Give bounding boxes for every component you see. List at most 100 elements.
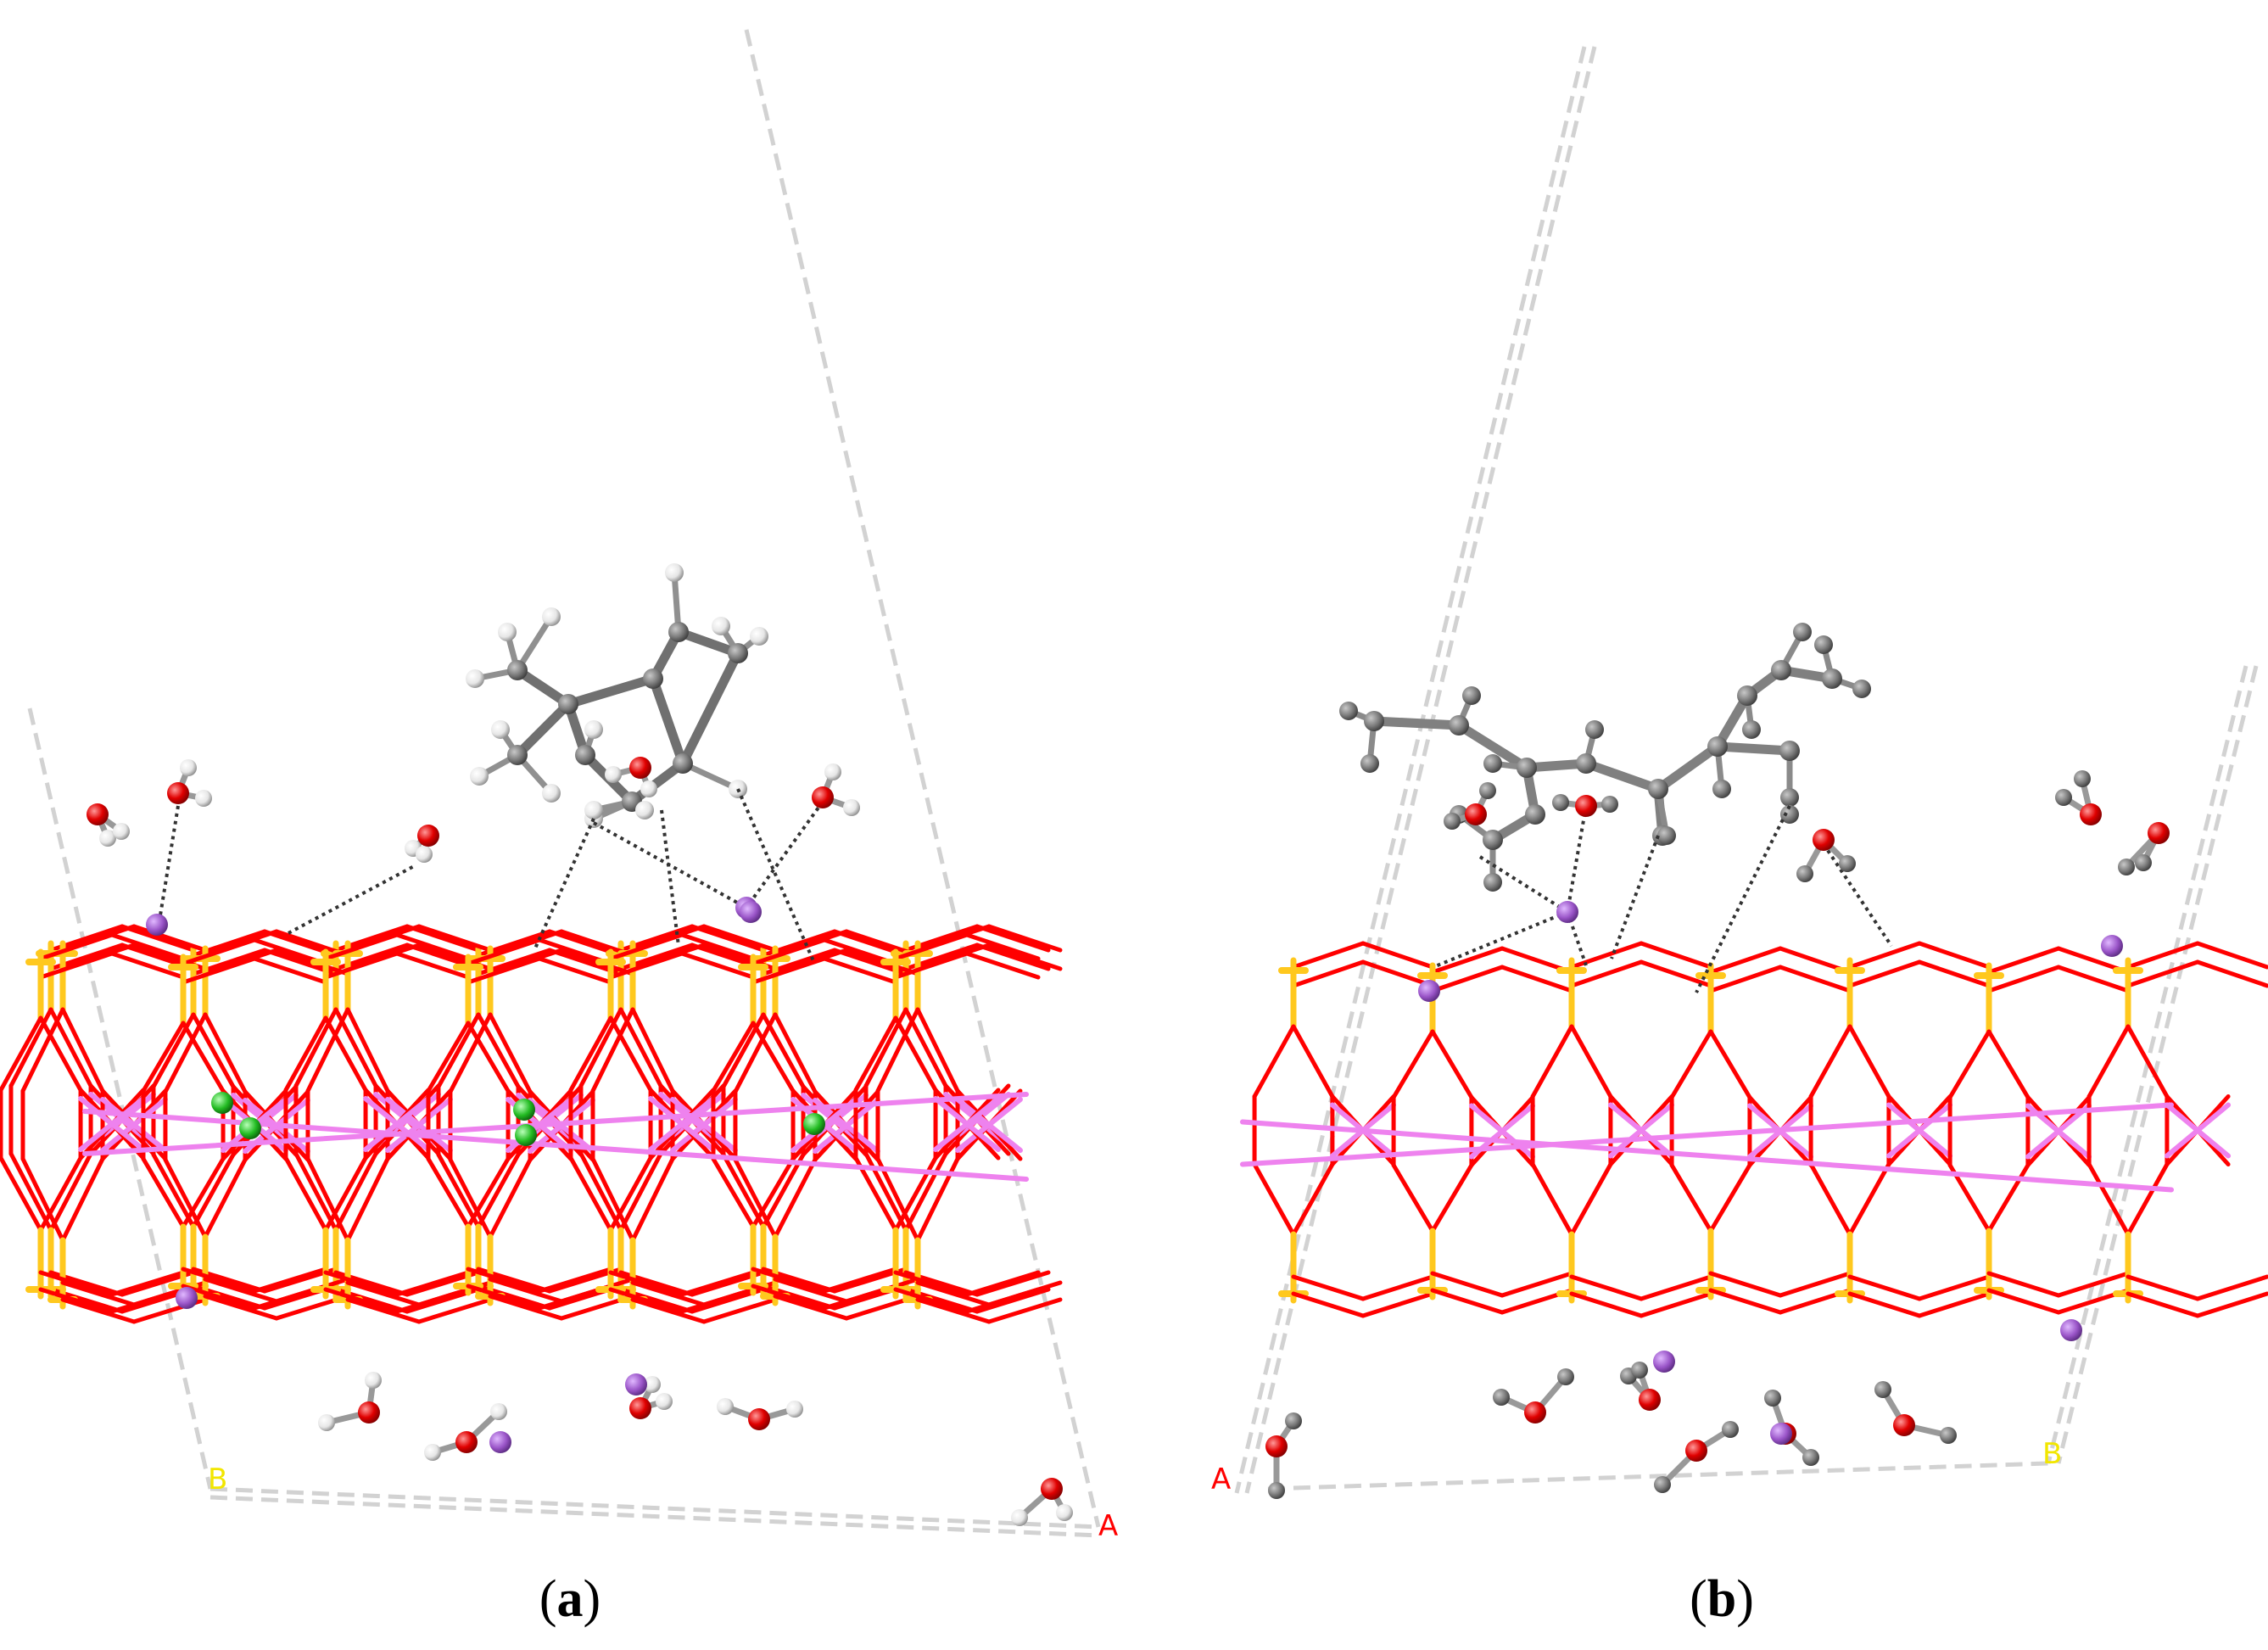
o-o-bond <box>1778 965 1852 993</box>
o-o-bond <box>1430 1163 1474 1233</box>
o-o-bond <box>875 1156 920 1243</box>
o-o-bond <box>964 1270 1041 1297</box>
o-o-bond <box>394 932 471 961</box>
hydrogen-atom-grey <box>1552 794 1569 811</box>
carbon-atom <box>1771 660 1791 680</box>
hydrogen-atom <box>584 720 603 739</box>
o-o-bond <box>915 1007 960 1093</box>
o-o-bond <box>986 1297 1063 1324</box>
water-molecules <box>1265 770 2170 1499</box>
o-o-bond <box>181 1267 257 1294</box>
o-o-bond <box>203 1277 279 1304</box>
o-o-bond <box>426 1156 471 1229</box>
mg-o-bond <box>955 1097 1023 1153</box>
oxygen-atom <box>417 825 439 847</box>
c-c-bond <box>1653 741 1723 794</box>
o-o-bond <box>893 951 969 980</box>
o-o-bond <box>1639 941 1713 970</box>
oxygen-atom <box>629 757 651 779</box>
lattice-slab <box>0 924 1063 1324</box>
o-o-bond <box>1639 1291 1713 1318</box>
c-c-bond <box>648 674 688 769</box>
hydrogen-atom <box>542 607 561 626</box>
o-o-bond <box>20 1156 65 1243</box>
hydrogen-atom <box>490 1403 507 1420</box>
o-o-bond <box>38 1155 83 1233</box>
hydrogen-atom-grey <box>1479 782 1496 799</box>
o-o-bond <box>1917 941 1991 970</box>
sodium-ion <box>489 1431 511 1453</box>
o-o-bond <box>964 1287 1041 1314</box>
mg-o-bond <box>385 1097 453 1153</box>
o-o-bond <box>38 951 115 980</box>
o-o-bond <box>773 1157 818 1239</box>
mg-o-bond <box>648 1096 716 1152</box>
hydrogen-bond-line <box>288 864 416 935</box>
oxygen-atom <box>812 786 834 808</box>
carbon-atom <box>507 660 528 680</box>
o-o-bond <box>1360 1291 1435 1318</box>
o-o-bond <box>986 942 1063 971</box>
hydrogen-bond-line <box>1695 805 1791 993</box>
oxygen-atom <box>358 1401 380 1423</box>
o-o-bond <box>109 932 186 961</box>
o-o-bond <box>416 924 493 953</box>
o-o-bond <box>1986 1288 2061 1315</box>
o-o-bond <box>618 1151 663 1233</box>
o-o-bond <box>537 1267 613 1294</box>
o-o-bond <box>701 1297 778 1324</box>
hydrogen-atom <box>416 846 433 863</box>
hydrogen-atom-grey <box>1631 1362 1648 1379</box>
o-o-bond <box>252 1267 328 1294</box>
hydrogen-atom <box>640 780 657 797</box>
oxygen-atom <box>1465 803 1487 825</box>
mg-o-bond <box>1885 1102 1953 1159</box>
o-o-bond <box>1917 1291 1991 1318</box>
o-o-bond <box>181 937 257 966</box>
hydrogen-atom <box>843 799 860 816</box>
hydrogen-atom-grey <box>1657 826 1676 845</box>
o-o-bond <box>751 956 827 985</box>
carbon-atom <box>575 745 595 765</box>
hydrogen-atom <box>1056 1504 1073 1521</box>
o-o-bond <box>141 1156 186 1229</box>
o-o-bond <box>488 1277 564 1304</box>
hydrogen-bond-line <box>1433 910 1568 969</box>
sodium-ion <box>1770 1423 1792 1445</box>
c-c-bond <box>512 699 573 760</box>
oxygen-atom <box>1041 1478 1063 1500</box>
mg-o-bond <box>1240 1102 2174 1167</box>
c-c-bond <box>1581 758 1663 794</box>
o-o-bond <box>1569 1024 1613 1099</box>
oxygen-atom <box>87 803 109 825</box>
mg-o-bond <box>2025 1103 2092 1160</box>
chlorine-atom <box>803 1113 825 1135</box>
water-molecules <box>87 757 1073 1526</box>
o-o-bond <box>488 1012 533 1094</box>
o-o-bond <box>1430 1288 1505 1315</box>
o-o-bond <box>345 1280 422 1307</box>
hydrogen-atom <box>665 563 684 582</box>
o-o-bond <box>252 956 328 985</box>
o-o-bond <box>405 924 481 953</box>
hydrogen-bonds <box>158 788 824 964</box>
o-o-bond <box>181 1284 257 1311</box>
o-o-bond <box>1778 1271 1852 1298</box>
carbon-atom <box>507 745 528 765</box>
o-o-bond <box>893 1287 969 1314</box>
hydrogen-atom <box>824 763 841 780</box>
mg-o-bond <box>363 1096 431 1152</box>
o-o-bond <box>1500 965 1574 993</box>
o-o-bond <box>1708 1029 1752 1099</box>
o-o-bond <box>283 1015 328 1093</box>
mg-o-bond <box>78 1096 146 1152</box>
hydrogen-atom <box>365 1372 382 1389</box>
o-o-bond <box>568 1015 613 1093</box>
hydrogen-bond-line <box>158 805 180 921</box>
o-o-bond <box>151 1152 196 1229</box>
o-o-bond <box>608 1287 684 1314</box>
oxygen-atom <box>167 782 189 804</box>
o-o-bond <box>893 1015 938 1093</box>
hydrogen-atom-grey <box>1462 686 1481 705</box>
o-o-bond <box>1847 1291 1922 1318</box>
